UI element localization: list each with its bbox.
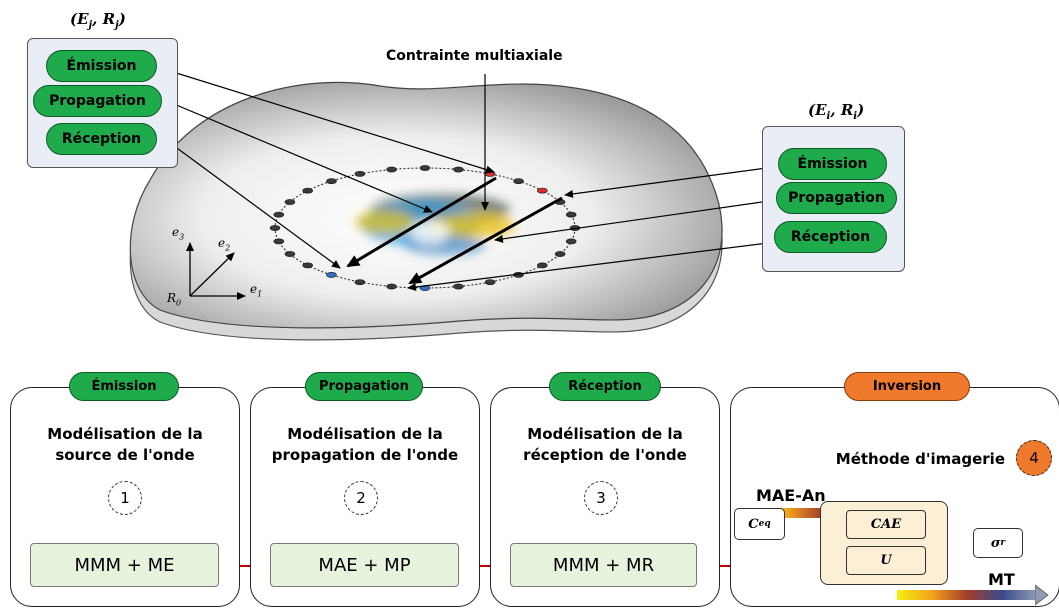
sensor xyxy=(453,166,464,173)
sensor xyxy=(484,279,496,285)
axis-e1-label: e1 xyxy=(250,282,263,299)
sensor xyxy=(453,283,464,290)
stage-number-3: 3 xyxy=(584,481,618,515)
coordinate-axes xyxy=(186,242,246,300)
sensor xyxy=(302,187,314,194)
wave-arrows xyxy=(346,176,563,285)
cae-box: CAE xyxy=(846,510,926,539)
mt-label: MT xyxy=(988,570,1015,589)
axis-r0-label: R0 xyxy=(167,291,182,308)
stage-number-2: 2 xyxy=(344,481,378,515)
sensor xyxy=(326,271,337,278)
sensor xyxy=(536,187,548,194)
right-pill-reception: Réception xyxy=(774,221,887,253)
mae-an-label: MAE-An xyxy=(756,486,826,505)
stress-label: Contrainte multiaxiale xyxy=(386,48,563,64)
left-pill-emission: Émission xyxy=(46,50,157,82)
connection-arrows xyxy=(156,66,777,291)
stage-header-reception: Réception xyxy=(549,372,661,401)
axis-e2-label: e2 xyxy=(218,236,231,253)
sensor xyxy=(273,211,285,218)
sensor xyxy=(554,251,566,257)
sensor xyxy=(326,178,337,184)
axis-e3-label: e3 xyxy=(172,225,185,242)
sensor xyxy=(386,283,397,290)
left-system-label: (Ej, Rj) xyxy=(70,10,126,31)
sensor xyxy=(565,238,577,245)
model-box-emission: MMM + ME xyxy=(30,543,219,587)
stage-number-4: 4 xyxy=(1016,440,1052,476)
stage-header-propagation: Propagation xyxy=(305,372,423,401)
sensor xyxy=(302,262,314,269)
sensor xyxy=(419,165,431,171)
sensor xyxy=(284,199,296,205)
left-pill-propagation: Propagation xyxy=(33,85,162,117)
sensor xyxy=(354,279,366,285)
right-pill-emission: Émission xyxy=(778,148,887,180)
inversion-method: Méthode d'imagerie xyxy=(835,450,1005,468)
stage-header-emission: Émission xyxy=(69,372,179,401)
left-pill-reception: Réception xyxy=(46,123,157,155)
sensor xyxy=(273,238,285,245)
sensor xyxy=(269,225,281,231)
mt-gradient-bar xyxy=(897,590,1037,600)
right-system-label: (Ei, Ri) xyxy=(808,101,865,122)
mt-arrowhead xyxy=(1035,584,1049,606)
sensor xyxy=(536,262,548,269)
sensor xyxy=(284,251,296,257)
stage-header-inversion: Inversion xyxy=(844,372,970,401)
u-box: U xyxy=(846,546,926,575)
model-box-propagation: MAE + MP xyxy=(270,543,459,587)
sensors xyxy=(269,165,581,291)
right-pill-propagation: Propagation xyxy=(776,182,897,214)
model-box-reception: MMM + MR xyxy=(510,543,697,587)
sensor xyxy=(565,211,577,218)
stage-number-1: 1 xyxy=(108,481,142,515)
sensor xyxy=(386,166,397,173)
sensor xyxy=(354,170,366,177)
sensor xyxy=(513,178,524,184)
